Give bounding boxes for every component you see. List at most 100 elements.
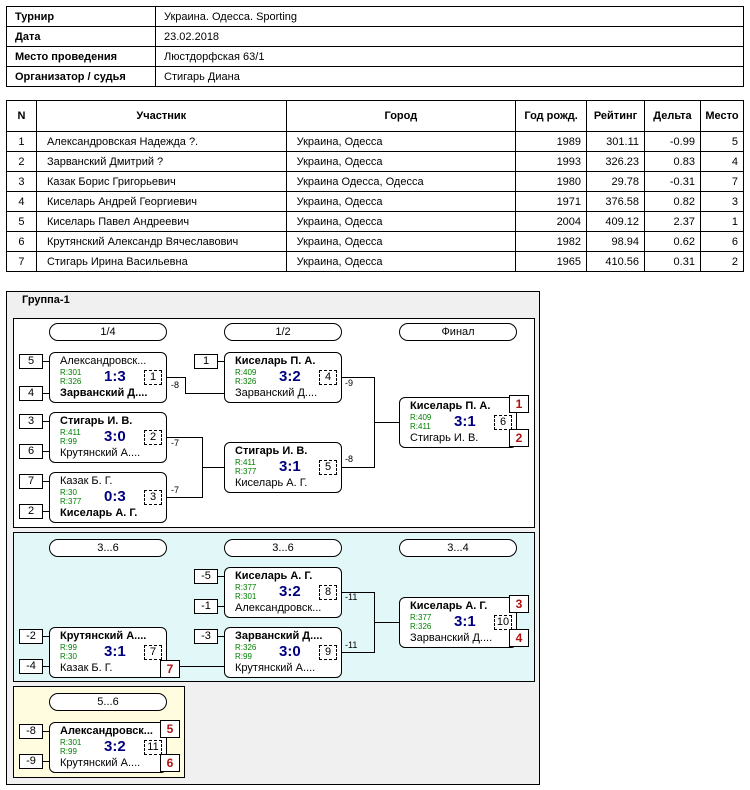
player-bottom-name: Стигарь И. В. bbox=[410, 432, 479, 444]
col-header-n: N bbox=[6, 100, 37, 132]
match-number: 4 bbox=[319, 370, 337, 385]
player-bottom-name: Казак Б. Г. bbox=[60, 662, 113, 674]
cell-rating: 29.78 bbox=[586, 171, 645, 192]
loser-destination: -7 bbox=[171, 438, 180, 448]
round-header-c34: 3...4 bbox=[399, 539, 517, 557]
player-top-rating: R:411 bbox=[60, 428, 81, 437]
cell-rating: 326.23 bbox=[586, 151, 645, 172]
match-number: 6 bbox=[494, 415, 512, 430]
player-bottom-name: Крутянский А.... bbox=[60, 447, 141, 459]
participants-header-row: N Участник Город Год рожд. Рейтинг Дельт… bbox=[6, 100, 745, 132]
player-top-name: Александровск... bbox=[60, 355, 147, 367]
player-top-name: Стигарь И. В. bbox=[60, 415, 133, 427]
player-top-rating: R:377 bbox=[235, 583, 257, 592]
info-label: Дата bbox=[6, 26, 156, 47]
round-header-final: Финал bbox=[399, 323, 517, 341]
loser-destination: -11 bbox=[345, 640, 358, 650]
cell-year: 1971 bbox=[515, 191, 588, 212]
cell-delta: 0.31 bbox=[644, 251, 701, 272]
match-score: 3:2 bbox=[104, 738, 126, 755]
player-bottom-name: Зарванский Д.... bbox=[235, 387, 318, 399]
info-row-organizer: Организатор / судья Стигарь Диана bbox=[6, 66, 744, 87]
seed-box: -9 bbox=[19, 754, 43, 769]
seed-box: 5 bbox=[19, 354, 43, 369]
player-bottom-rating: R:377 bbox=[60, 497, 82, 506]
cell-rating: 409.12 bbox=[586, 211, 645, 232]
cell-rating: 98.94 bbox=[586, 231, 645, 252]
info-value: Украина. Одесса. Sporting bbox=[155, 6, 744, 27]
match-number: 8 bbox=[319, 585, 337, 600]
cell-delta: -0.31 bbox=[644, 171, 701, 192]
seed-box: 1 bbox=[194, 354, 218, 369]
cell-n: 1 bbox=[6, 131, 37, 152]
player-bottom-name: Зарванский Д.... bbox=[60, 387, 148, 399]
cell-city: Украина, Одесса bbox=[285, 231, 517, 252]
cell-participant: Зарванский Дмитрий ? bbox=[35, 151, 287, 172]
info-row-tournament: Турнир Украина. Одесса. Sporting bbox=[6, 6, 744, 27]
player-top-name: Александровск... bbox=[60, 725, 153, 737]
final-place-badge: 5 bbox=[160, 720, 180, 738]
seed-box: -3 bbox=[194, 629, 218, 644]
cell-place: 7 bbox=[699, 171, 745, 192]
cell-n: 6 bbox=[6, 231, 37, 252]
cell-city: Украина, Одесса bbox=[285, 211, 517, 232]
cell-delta: 0.62 bbox=[644, 231, 701, 252]
info-label: Организатор / судья bbox=[6, 66, 156, 87]
cell-participant: Стигарь Ирина Васильевна bbox=[35, 251, 287, 272]
round-header-c36b: 3...6 bbox=[224, 539, 342, 557]
cell-city: Украина, Одесса bbox=[285, 251, 517, 272]
col-header-year: Год рожд. bbox=[515, 100, 588, 132]
match-score: 3:1 bbox=[454, 613, 476, 630]
group-title: Группа-1 bbox=[22, 294, 70, 306]
cell-place: 3 bbox=[699, 191, 745, 212]
cell-n: 7 bbox=[6, 251, 37, 272]
info-label: Турнир bbox=[6, 6, 156, 27]
col-header-city: Город bbox=[285, 100, 517, 132]
final-place-badge: 7 bbox=[160, 660, 180, 678]
cell-year: 1965 bbox=[515, 251, 588, 272]
player-bottom-name: Киселарь А. Г. bbox=[235, 477, 308, 489]
cell-place: 5 bbox=[699, 131, 745, 152]
cell-participant: Крутянский Александр Вячеславович bbox=[35, 231, 287, 252]
loser-destination: -8 bbox=[345, 454, 354, 464]
player-bottom-rating: R:301 bbox=[235, 592, 257, 601]
cell-place: 4 bbox=[699, 151, 745, 172]
seed-box: -4 bbox=[19, 659, 43, 674]
final-place-badge: 4 bbox=[509, 629, 529, 647]
player-bottom-rating: R:326 bbox=[235, 377, 257, 386]
cell-participant: Александровская Надежда ?. bbox=[35, 131, 287, 152]
player-bottom-rating: R:99 bbox=[60, 437, 77, 446]
match-number: 9 bbox=[319, 645, 337, 660]
player-top-rating: R:326 bbox=[235, 643, 257, 652]
round-header-r2: 1/2 bbox=[224, 323, 342, 341]
player-bottom-rating: R:377 bbox=[235, 467, 257, 476]
cell-city: Украина, Одесса bbox=[285, 151, 517, 172]
info-label: Место проведения bbox=[6, 46, 156, 67]
seed-box: -5 bbox=[194, 569, 218, 584]
info-value: 23.02.2018 bbox=[155, 26, 744, 47]
match-number: 1 bbox=[144, 370, 162, 385]
player-top-name: Киселарь П. А. bbox=[410, 400, 491, 412]
col-header-participant: Участник bbox=[35, 100, 287, 132]
cell-year: 1980 bbox=[515, 171, 588, 192]
cell-year: 1989 bbox=[515, 131, 588, 152]
player-top-rating: R:409 bbox=[410, 413, 432, 422]
match-score: 0:3 bbox=[104, 488, 126, 505]
match-number: 10 bbox=[494, 615, 512, 630]
player-top-name: Киселарь А. Г. bbox=[235, 570, 313, 582]
match-number: 11 bbox=[144, 740, 162, 755]
cell-place: 1 bbox=[699, 211, 745, 232]
seed-box: 6 bbox=[19, 444, 43, 459]
bracket-connector-lines bbox=[37, 361, 399, 762]
player-top-name: Зарванский Д.... bbox=[235, 630, 323, 642]
